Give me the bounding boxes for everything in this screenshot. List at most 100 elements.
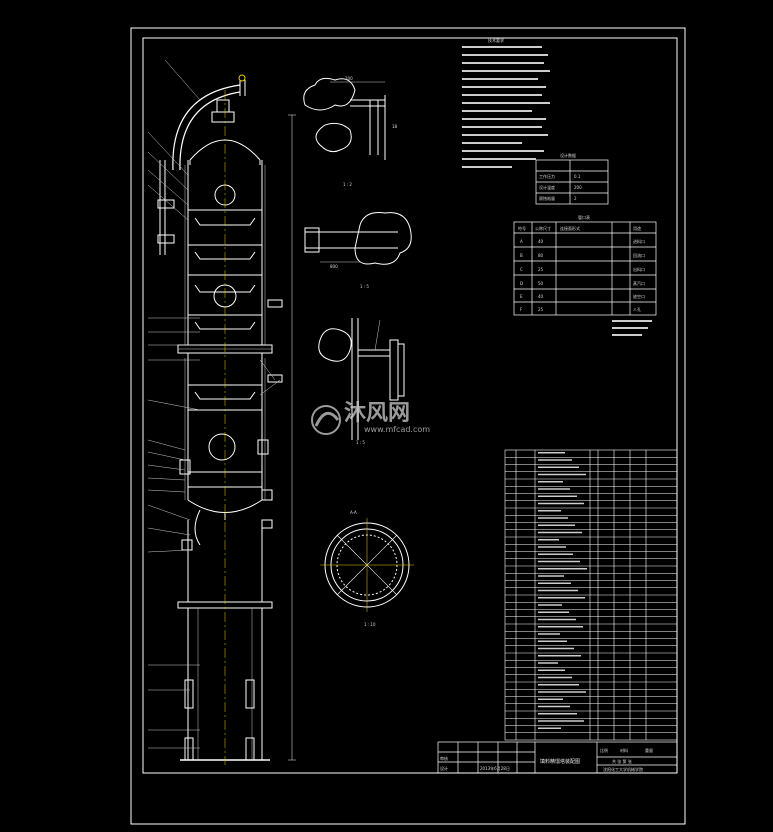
bom-cell-text (538, 531, 582, 534)
bom-cell-text (538, 524, 575, 526)
bom-cell-text (538, 539, 559, 541)
design-cell: 设计温度 (539, 184, 555, 190)
bom-cell-text (538, 727, 561, 729)
bom-cell-text (538, 546, 566, 548)
nozzle-table-title: 管口表 (578, 214, 590, 220)
material-label: 材料 (620, 747, 628, 753)
bom-cell-text (538, 720, 584, 722)
nozzle-cell: 蒸汽口 (633, 280, 645, 286)
bom-cell-text (538, 568, 587, 570)
bom-cell-text (538, 473, 586, 476)
bom-cell-text (538, 553, 573, 555)
bom-cell-text (538, 466, 579, 468)
title-block (437, 741, 678, 774)
bom-cell-text (538, 691, 586, 693)
bom-cell-text (538, 495, 577, 497)
bom-cell-text (538, 502, 584, 505)
detail-view-top (303, 77, 386, 160)
design-cell: 2 (574, 196, 577, 201)
bom-cell-text (538, 459, 572, 461)
bom-cell-text (538, 575, 564, 577)
weight-notes (612, 320, 652, 336)
company-name: 沈阳化工大学机械学院 (603, 766, 643, 772)
nozzle-cell: 40 (538, 239, 544, 244)
nozzle-cell: 25 (538, 267, 544, 272)
bom-cell-text (538, 611, 569, 613)
nozzle-cell: 25 (538, 307, 544, 312)
design-cell: 0.1 (574, 174, 581, 179)
nozzle-header: 符号 (518, 225, 526, 231)
nozzle-cell: 80 (538, 253, 544, 258)
nozzle-header: 连接面形式 (560, 225, 580, 231)
title-block-date: 2013年6月28日 (480, 765, 510, 771)
weight-label: 重量 (645, 747, 653, 753)
bom-cell-text (538, 684, 579, 686)
detail-view-middle (304, 212, 412, 265)
nozzle-cell: 回流口 (633, 252, 645, 258)
bom-cell-text (538, 705, 570, 708)
title-block-check: 审核 (440, 755, 448, 761)
bom-cell-text (538, 662, 558, 664)
nozzle-cell: 人孔 (633, 306, 641, 312)
nozzle-header: 公称尺寸 (535, 225, 551, 231)
inner-border (142, 37, 678, 774)
nozzle-cell: 放空口 (633, 293, 645, 299)
bom-cell-text (538, 633, 560, 635)
section-a-a-ratio: 1 : 10 (364, 622, 376, 627)
tower-column (157, 74, 296, 765)
technical-notes-title: 技术要求 (488, 37, 504, 43)
detail-lower-ratio: 1 : 5 (356, 440, 365, 445)
bom-cell-text (538, 452, 565, 454)
bom-cell-text (538, 626, 583, 628)
left-leader-lines (147, 59, 281, 749)
bom-cell-text (538, 488, 570, 490)
bom-cell-text (538, 655, 581, 657)
design-cell: 腐蚀裕量 (539, 195, 555, 201)
nozzle-cell: D (520, 281, 523, 286)
bom-cell-text (538, 597, 585, 599)
drawing-name: 填料精馏塔装配图 (540, 758, 580, 765)
nozzle-header: 用途 (633, 225, 641, 231)
watermark-logo (311, 405, 341, 435)
bom-cell-text (538, 640, 567, 642)
detail-view-lower (318, 318, 405, 440)
section-a-a-title: A-A (350, 510, 357, 515)
bom-cell-text (538, 510, 561, 512)
title-block-design: 设计 (440, 765, 448, 771)
nozzle-cell: C (520, 267, 523, 272)
detail-top-ratio: 1 : 2 (343, 182, 352, 187)
nozzle-table (513, 221, 657, 316)
bom-cell-text (538, 582, 571, 584)
nozzle-cell: B (520, 253, 523, 258)
design-data-table (535, 159, 609, 205)
watermark-brand: 沐风网 (344, 401, 410, 426)
nozzle-cell: E (520, 294, 523, 299)
design-table-title: 设计数据 (560, 152, 576, 158)
bom-cell-text (538, 676, 572, 679)
bom-cell-text (538, 618, 576, 621)
bom-cell-text (538, 517, 568, 519)
nozzle-cell: 50 (538, 281, 544, 286)
section-a-a-view (320, 518, 414, 612)
detail-top-dim: 100 (345, 76, 353, 81)
detail-top-side-dim: 18 (392, 124, 398, 129)
nozzle-cell: 出料口 (633, 266, 645, 272)
bom-cell-text (538, 698, 563, 700)
nozzle-cell: F (520, 307, 523, 312)
bom-cell-text (538, 713, 577, 715)
nozzle-cell: A (520, 239, 523, 244)
bom-cell-text (538, 604, 562, 606)
bill-of-materials (504, 449, 678, 741)
nozzle-cell: 40 (538, 294, 544, 299)
bom-cell-text (538, 560, 580, 563)
bom-cell-text (538, 647, 574, 650)
nozzle-cell: 进料口 (633, 238, 645, 244)
scale-label: 比例 (600, 747, 608, 753)
design-cell: 工作压力 (539, 173, 555, 179)
technical-notes (462, 46, 550, 168)
design-cell: 200 (574, 185, 582, 190)
sheet-label: 共 张 第 张 (612, 758, 632, 764)
bom-cell-text (538, 589, 578, 592)
detail-mid-dim: 800 (330, 264, 338, 269)
